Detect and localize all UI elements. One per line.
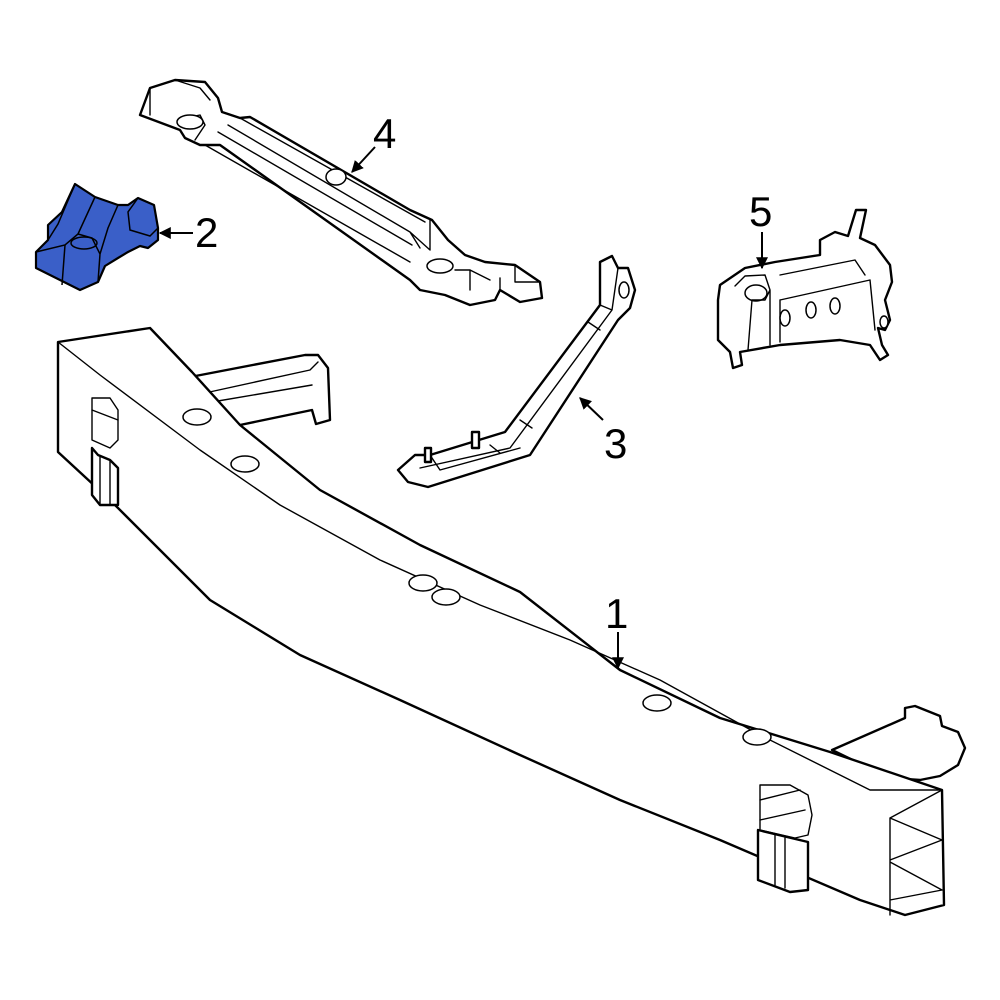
part-2-absorber-block[interactable] [34, 182, 160, 292]
part-3-side-bracket [396, 254, 637, 489]
callout-label-4[interactable]: 4 [373, 110, 396, 157]
callout-labels: 1 2 3 4 5 [195, 110, 772, 637]
callout-label-2[interactable]: 2 [195, 209, 218, 256]
part-4-upper-bar [138, 78, 544, 307]
callout-arrow-3 [579, 397, 604, 421]
callout-label-3[interactable]: 3 [604, 420, 627, 467]
part-1-impact-bar [56, 326, 967, 917]
callout-arrows [158, 146, 768, 670]
part-5-mounting-bracket [716, 208, 894, 370]
callout-arrow-4 [351, 146, 376, 173]
callout-label-1[interactable]: 1 [605, 590, 628, 637]
callout-label-5[interactable]: 5 [749, 188, 772, 235]
